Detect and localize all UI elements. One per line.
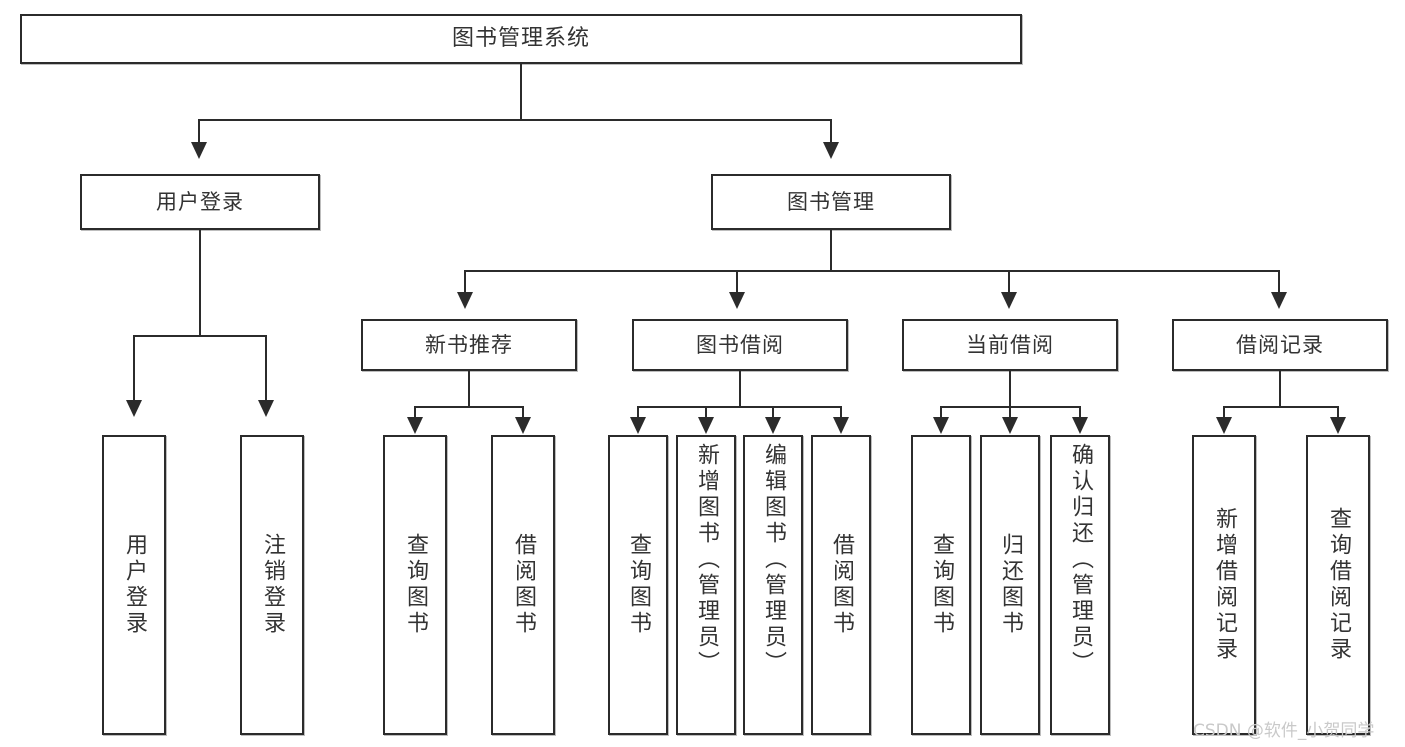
connector-book-management-stem [830, 230, 832, 271]
node-label: 新增图书（管理员） [694, 443, 719, 677]
node-label: 图书管理 [787, 189, 875, 214]
arrow-to-user-login-leaf [126, 400, 142, 417]
connector-user-login-to-leaf-1 [133, 335, 135, 403]
connector-bb-leaf-2 [705, 406, 707, 420]
connector-borrow-record-stem [1279, 371, 1281, 407]
connector-root-bus [198, 119, 832, 121]
arrow-to-new-book-recommend [457, 292, 473, 309]
connector-user-login-bus [133, 335, 267, 337]
leaf-add-book-admin[interactable]: 新增图书（管理员） [676, 435, 736, 735]
arrow-to-nbr-leaf-2 [515, 417, 531, 434]
connector-to-new-book-recommend [464, 270, 466, 295]
connector-borrow-record-bus [1223, 406, 1339, 408]
node-label: 用户登录 [156, 189, 244, 214]
node-current-borrow[interactable]: 当前借阅 [902, 319, 1118, 371]
node-label: 新书推荐 [425, 332, 513, 357]
connector-user-login-to-leaf-2 [265, 335, 267, 403]
node-label: 编辑图书（管理员） [761, 443, 786, 677]
watermark-csdn: CSDN @软件_小贺同学 [1193, 721, 1375, 741]
arrow-to-bb-leaf-1 [630, 417, 646, 434]
arrow-to-bb-leaf-2 [698, 417, 714, 434]
arrow-to-br-leaf-2 [1330, 417, 1346, 434]
leaf-borrow-book[interactable]: 借阅图书 [811, 435, 871, 735]
connector-cb-leaf-2 [1009, 406, 1011, 420]
connector-new-book-recommend-stem [468, 371, 470, 407]
leaf-logout[interactable]: 注销登录 [240, 435, 304, 735]
node-label: 注销登录 [260, 533, 285, 637]
arrow-to-cb-leaf-3 [1072, 417, 1088, 434]
connector-book-borrow-bus [637, 406, 842, 408]
node-label: 当前借阅 [966, 332, 1054, 357]
connector-bb-leaf-1 [637, 406, 639, 420]
node-label: 用户登录 [122, 533, 147, 637]
node-new-book-recommend[interactable]: 新书推荐 [361, 319, 577, 371]
arrow-to-nbr-leaf-1 [407, 417, 423, 434]
arrow-to-bb-leaf-4 [833, 417, 849, 434]
leaf-edit-book-admin[interactable]: 编辑图书（管理员） [743, 435, 803, 735]
leaf-query-book-recommend[interactable]: 查询图书 [383, 435, 447, 735]
leaf-confirm-return-admin[interactable]: 确认归还（管理员） [1050, 435, 1110, 735]
connector-cb-leaf-1 [940, 406, 942, 420]
arrow-to-borrow-record [1271, 292, 1287, 309]
node-label: 借阅记录 [1236, 332, 1324, 357]
node-label: 查询图书 [626, 533, 651, 637]
connector-root-stem [520, 64, 522, 120]
connector-current-borrow-stem [1009, 371, 1011, 407]
connector-book-borrow-stem [739, 371, 741, 407]
connector-nbr-leaf-1 [414, 406, 416, 420]
connector-br-leaf-2 [1337, 406, 1339, 420]
leaf-user-login[interactable]: 用户登录 [102, 435, 166, 735]
arrow-to-cb-leaf-2 [1002, 417, 1018, 434]
leaf-return-book[interactable]: 归还图书 [980, 435, 1040, 735]
arrow-to-book-management [823, 142, 839, 159]
node-label: 确认归还（管理员） [1068, 443, 1093, 677]
connector-to-book-borrow [736, 270, 738, 295]
leaf-add-borrow-record[interactable]: 新增借阅记录 [1192, 435, 1256, 735]
arrow-to-book-borrow [729, 292, 745, 309]
node-book-borrow[interactable]: 图书借阅 [632, 319, 848, 371]
arrow-to-user-login [191, 142, 207, 159]
arrow-to-br-leaf-1 [1216, 417, 1232, 434]
leaf-query-borrow-record[interactable]: 查询借阅记录 [1306, 435, 1370, 735]
node-borrow-record[interactable]: 借阅记录 [1172, 319, 1388, 371]
arrow-to-cb-leaf-1 [933, 417, 949, 434]
connector-bb-leaf-4 [840, 406, 842, 420]
node-label: 新增借阅记录 [1212, 507, 1237, 663]
connector-nbr-leaf-2 [522, 406, 524, 420]
connector-br-leaf-1 [1223, 406, 1225, 420]
node-label: 查询借阅记录 [1326, 507, 1351, 663]
arrow-to-current-borrow [1001, 292, 1017, 309]
arrow-to-bb-leaf-3 [765, 417, 781, 434]
connector-new-book-recommend-bus [414, 406, 524, 408]
node-book-management[interactable]: 图书管理 [711, 174, 951, 230]
arrow-to-logout-leaf [258, 400, 274, 417]
connector-to-borrow-record [1278, 270, 1280, 295]
connector-bb-leaf-3 [772, 406, 774, 420]
node-label: 查询图书 [403, 533, 428, 637]
node-label: 图书借阅 [696, 332, 784, 357]
node-user-login[interactable]: 用户登录 [80, 174, 320, 230]
node-label: 借阅图书 [829, 533, 854, 637]
node-label: 借阅图书 [511, 533, 536, 637]
connector-cb-leaf-3 [1079, 406, 1081, 420]
connector-root-to-book-management [830, 119, 832, 145]
connector-root-to-user-login [198, 119, 200, 145]
leaf-borrow-book-recommend[interactable]: 借阅图书 [491, 435, 555, 735]
node-label: 图书管理系统 [451, 26, 590, 52]
connector-user-login-stem [199, 230, 201, 336]
node-label: 归还图书 [998, 533, 1023, 637]
connector-level2-bus [464, 270, 1280, 272]
leaf-query-book-current[interactable]: 查询图书 [911, 435, 971, 735]
connector-to-current-borrow [1008, 270, 1010, 295]
leaf-query-book-borrow[interactable]: 查询图书 [608, 435, 668, 735]
node-root-book-management-system[interactable]: 图书管理系统 [20, 14, 1022, 64]
node-label: 查询图书 [929, 533, 954, 637]
